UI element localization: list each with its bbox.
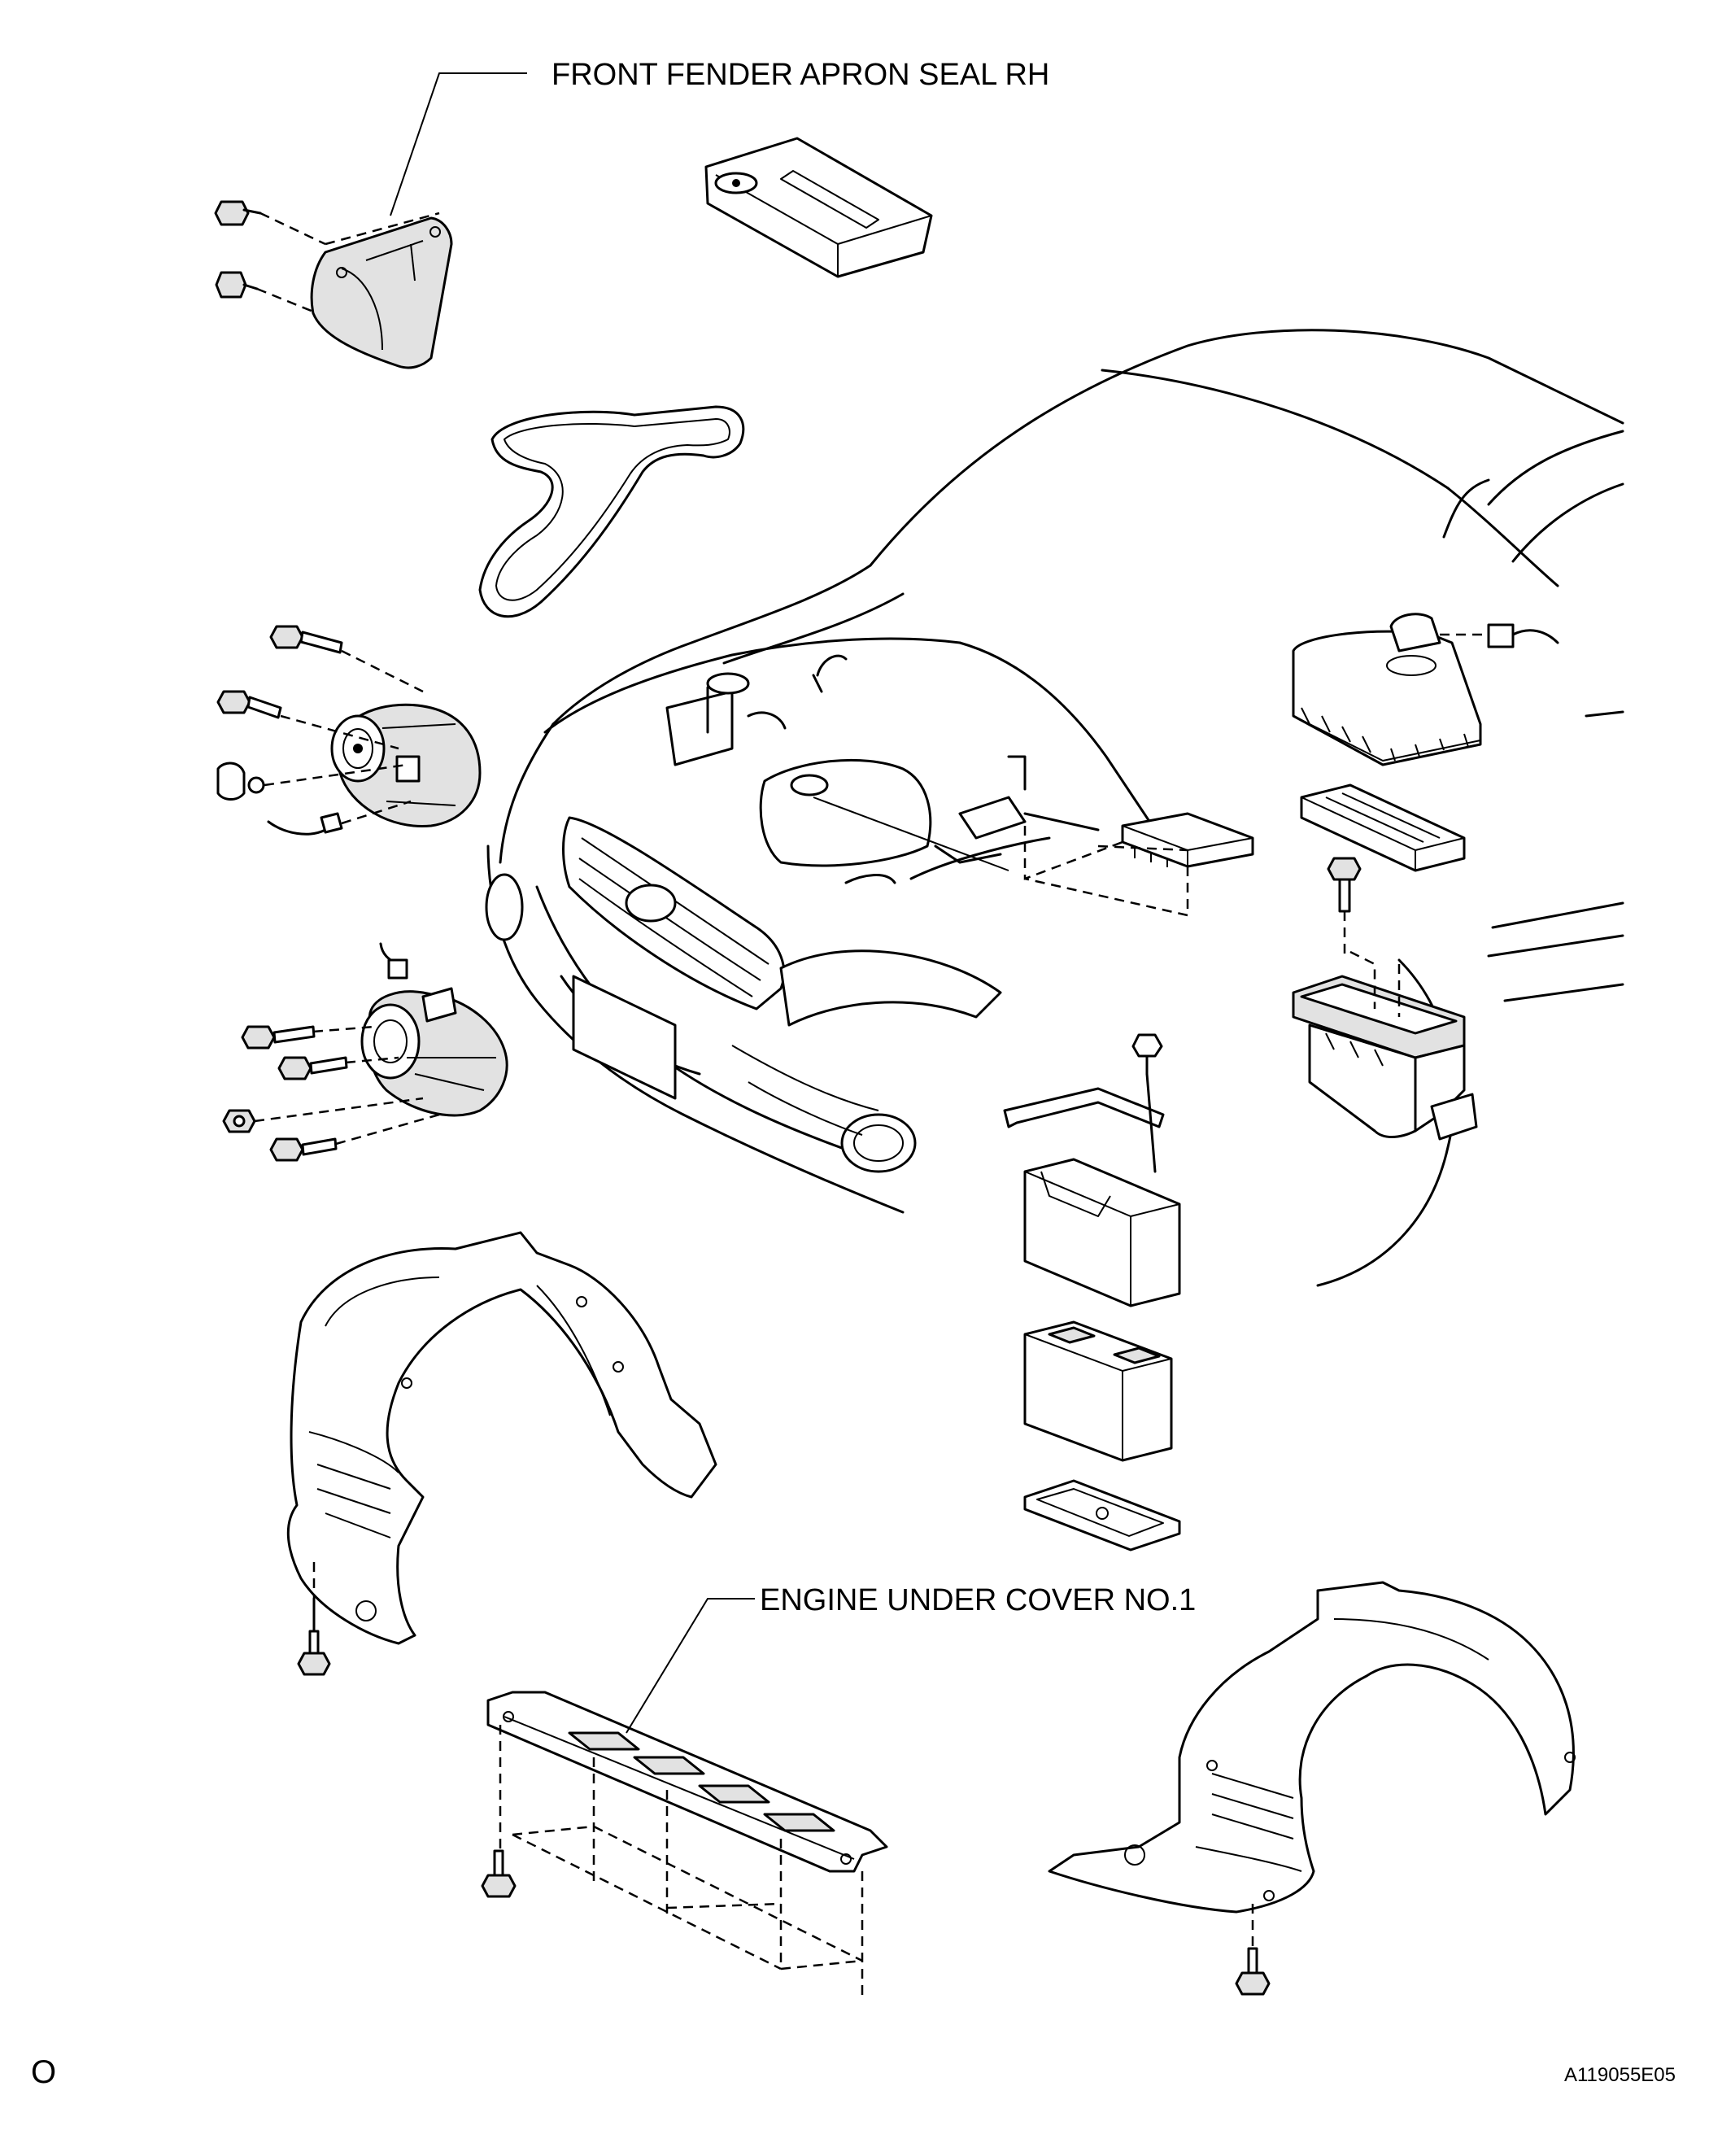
under-cover-leader-line <box>626 1598 755 1734</box>
compressor-bolt-3 <box>269 1137 338 1162</box>
battery-insulator <box>1023 1158 1181 1307</box>
air-cleaner-cap <box>1292 613 1482 766</box>
drive-belt <box>478 405 745 618</box>
generator-terminal-nut <box>216 762 265 801</box>
compressor-connector <box>379 942 408 980</box>
corner-mark: O <box>31 2054 56 2090</box>
battery-clamp <box>1003 1033 1165 1173</box>
air-cleaner-case-bolt <box>1327 857 1362 913</box>
front-fender-liner-lh <box>286 1231 717 1645</box>
generator-connector <box>267 812 343 836</box>
fender-liner-lh-screw <box>297 1597 331 1676</box>
under-cover-bolt <box>481 1849 517 1898</box>
apron-seal-bolt <box>214 200 262 226</box>
vehicle-front <box>485 329 1624 1287</box>
air-cleaner-case <box>1292 975 1478 1141</box>
air-cleaner-filter <box>1300 783 1466 872</box>
front-fender-liner-rh <box>1048 1581 1576 1914</box>
battery-tray <box>1023 1479 1181 1552</box>
front-fender-apron-seal <box>310 216 453 369</box>
compressor-bolt-2 <box>277 1056 348 1080</box>
fender-liner-rh-screw <box>1235 1947 1271 1996</box>
relay-block <box>1121 812 1254 868</box>
fender-apron-seal-label: FRONT FENDER APRON SEAL RH <box>552 58 1049 92</box>
engine-bay <box>543 637 1157 884</box>
compressor-assembly <box>360 987 508 1117</box>
generator-bolt-long <box>269 625 343 654</box>
engine-cover <box>704 137 933 278</box>
engine-under-cover-label: ENGINE UNDER COVER NO.1 <box>760 1583 1196 1617</box>
apron-seal-leader-line <box>390 72 527 216</box>
engine-under-cover <box>486 1691 888 1873</box>
apron-seal-clip <box>215 271 259 299</box>
battery <box>1023 1320 1173 1462</box>
air-flow-meter-connector <box>1487 623 1559 648</box>
figure-id-label: A119055E05 <box>1564 2064 1676 2086</box>
compressor-nut <box>222 1109 256 1133</box>
generator-bolt-short <box>216 690 282 719</box>
under-cover-mounting-guides <box>499 1725 864 2001</box>
compressor-bolt-1 <box>241 1025 316 1050</box>
generator-assembly <box>330 703 482 828</box>
